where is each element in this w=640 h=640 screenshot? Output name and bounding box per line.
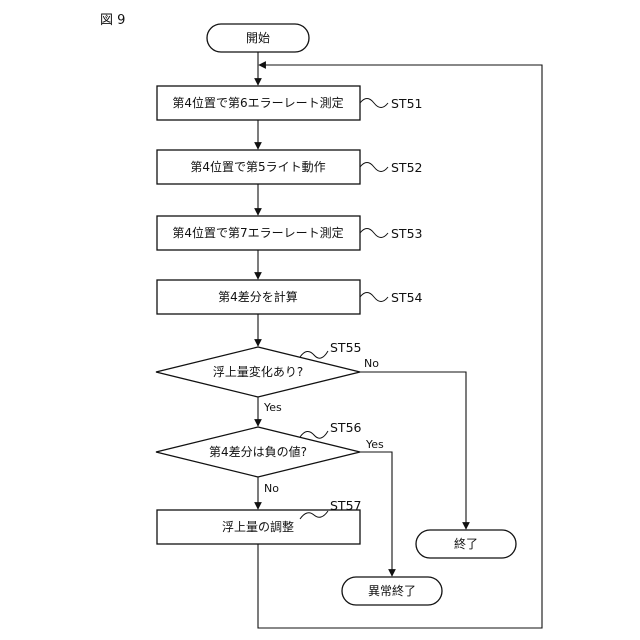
st56-no-label: No — [264, 482, 279, 495]
end-label: 終了 — [454, 536, 478, 551]
st56-yes-label: Yes — [365, 438, 384, 451]
st53-leader — [360, 229, 388, 238]
st55-text: 浮上量変化あり? — [213, 364, 303, 379]
process-st51: 第4位置で第6エラーレート測定 — [157, 86, 360, 120]
st56-text: 第4差分は負の値? — [209, 444, 307, 459]
st52-text: 第4位置で第5ライト動作 — [190, 159, 325, 174]
end-terminal: 終了 — [416, 530, 516, 558]
start-label: 開始 — [246, 31, 270, 45]
start-terminal: 開始 — [207, 24, 309, 52]
arrow-st56-yes-to-abnormal-end — [360, 452, 392, 576]
st56-step-label: ST56 — [330, 420, 362, 435]
process-st53: 第4位置で第7エラーレート測定 — [157, 216, 360, 250]
abnormal-end-terminal: 異常終了 — [342, 577, 442, 605]
st51-leader — [360, 99, 388, 108]
process-st52: 第4位置で第5ライト動作 — [157, 150, 360, 184]
process-st54: 第4差分を計算 — [157, 280, 360, 314]
st55-step-label: ST55 — [330, 340, 361, 355]
st51-step-label: ST51 — [391, 96, 422, 111]
st51-text: 第4位置で第6エラーレート測定 — [172, 95, 343, 110]
st54-step-label: ST54 — [391, 290, 423, 305]
st54-text: 第4差分を計算 — [218, 289, 298, 304]
process-st57: 浮上量の調整 — [157, 510, 360, 544]
st53-step-label: ST53 — [391, 226, 422, 241]
st55-leader — [300, 351, 328, 358]
st54-leader — [360, 293, 388, 302]
abnormal-end-label: 異常終了 — [368, 583, 416, 598]
st55-no-label: No — [364, 357, 379, 370]
st52-leader — [360, 163, 388, 172]
st52-step-label: ST52 — [391, 160, 422, 175]
st55-yes-label: Yes — [263, 401, 282, 414]
st53-text: 第4位置で第7エラーレート測定 — [172, 225, 343, 240]
st57-step-label: ST57 — [330, 498, 361, 513]
st56-leader — [300, 431, 328, 438]
st57-text: 浮上量の調整 — [222, 519, 294, 534]
